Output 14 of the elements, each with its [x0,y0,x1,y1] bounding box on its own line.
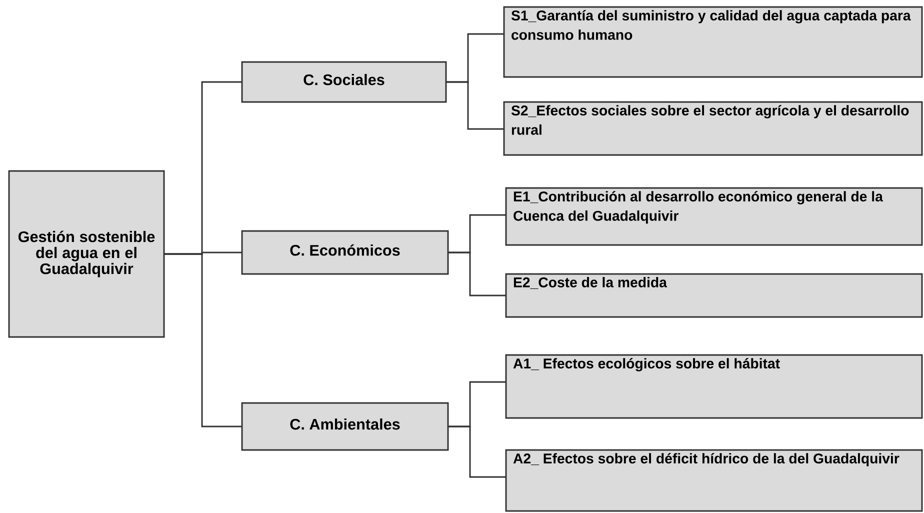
connector-line [448,252,506,296]
category-box: C. Ambientales [241,402,449,451]
criterion-box: A1_ Efectos ecológicos sobre el hábitat [505,354,923,419]
connector-line [448,426,506,478]
connector-line [164,253,242,428]
connector-line [446,81,504,130]
criterion-box: S2_Efectos sociales sobre el sector agrícola y el desarrollo rural [503,101,923,156]
root-box: Gestión sostenible del agua en el Guadalquivir [8,170,165,338]
criterion-box: E1_Contribución al desarrollo económico general de la Cuenca del Guadalquivir [505,187,923,246]
criterion-box: S1_Garantía del suministro y calidad del agua captada para consumo humano [503,6,923,78]
category-box: C. Económicos [241,230,449,275]
criterion-box: A2_ Efectos sobre el déficit hídrico de la del Guadalquivir [505,449,923,512]
criterion-box: E2_Coste de la medida [505,273,923,318]
category-box: C. Sociales [241,61,447,103]
